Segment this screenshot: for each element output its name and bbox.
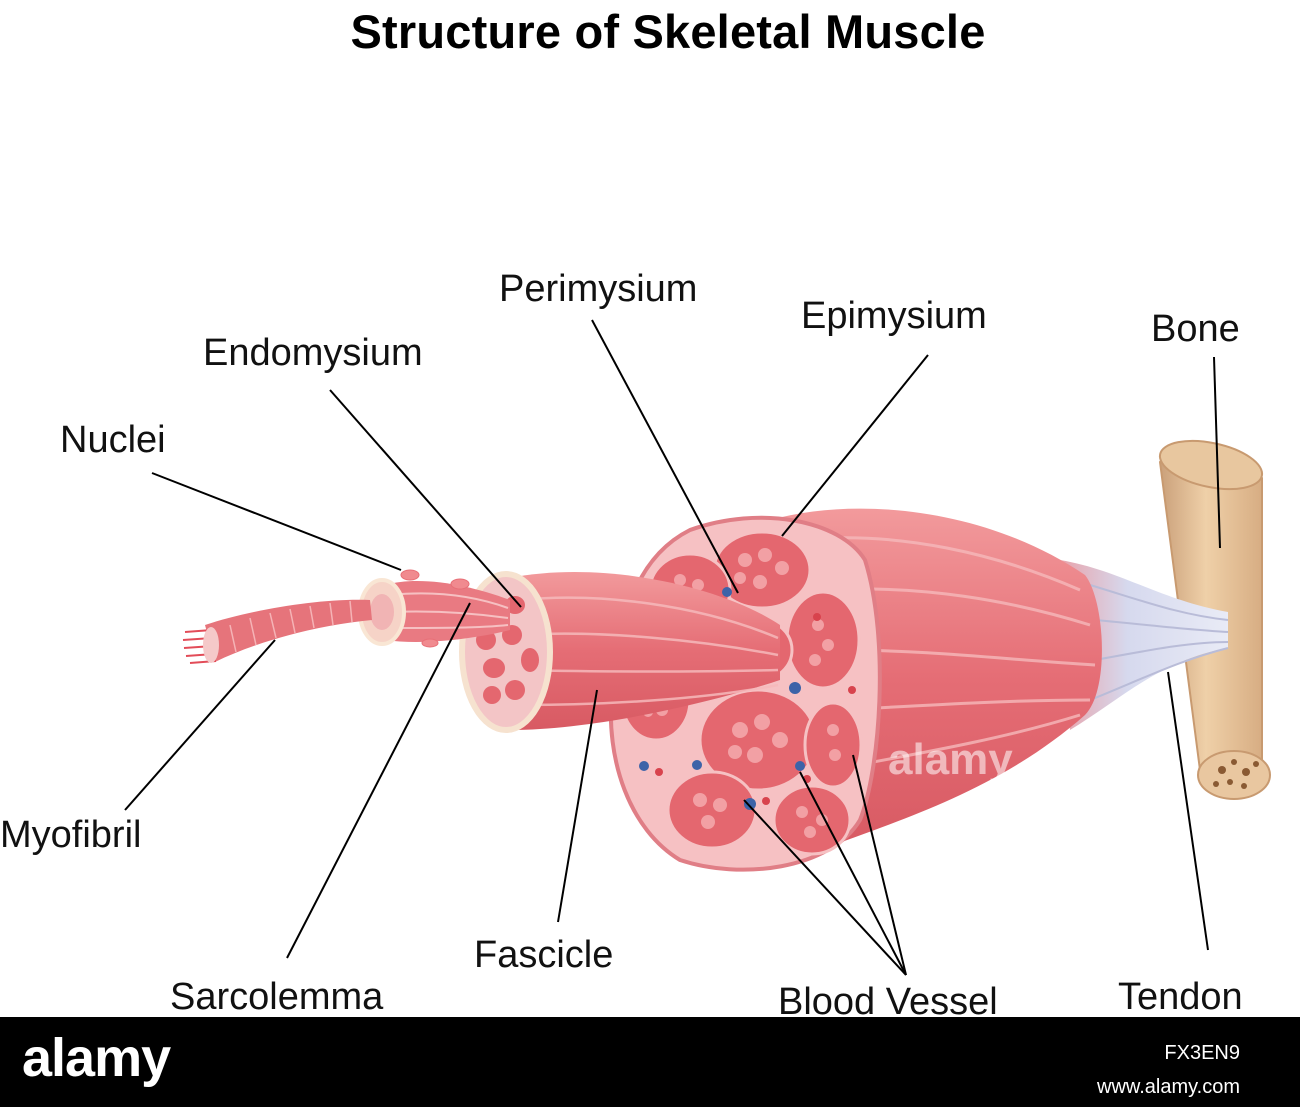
footer-logo: alamy: [22, 1028, 171, 1088]
watermark: alamy: [888, 735, 1013, 784]
footer-bar: alamy FX3EN9 www.alamy.com: [0, 1017, 1300, 1107]
tendon: [1060, 560, 1229, 730]
label-tendon: Tendon: [1118, 976, 1243, 1018]
label-nuclei: Nuclei: [60, 419, 166, 461]
footer-image-id: FX3EN9: [1164, 1042, 1240, 1064]
skeletal-muscle-illustration: [124, 319, 1271, 976]
label-sarcolemma: Sarcolemma: [170, 976, 384, 1018]
leader-lines: [124, 319, 1221, 976]
label-bone: Bone: [1151, 308, 1240, 350]
label-blood-vessel: Blood Vessel: [778, 981, 998, 1023]
diagram-title: Structure of Skeletal Muscle: [350, 5, 986, 58]
myofibril: [182, 599, 372, 664]
label-fascicle: Fascicle: [474, 934, 614, 976]
muscle-fiber: [358, 569, 510, 648]
label-epimysium: Epimysium: [801, 295, 987, 337]
label-myofibril: Myofibril: [0, 814, 142, 856]
label-endomysium: Endomysium: [203, 332, 423, 374]
label-perimysium: Perimysium: [499, 268, 698, 310]
footer-url[interactable]: www.alamy.com: [1097, 1076, 1240, 1098]
